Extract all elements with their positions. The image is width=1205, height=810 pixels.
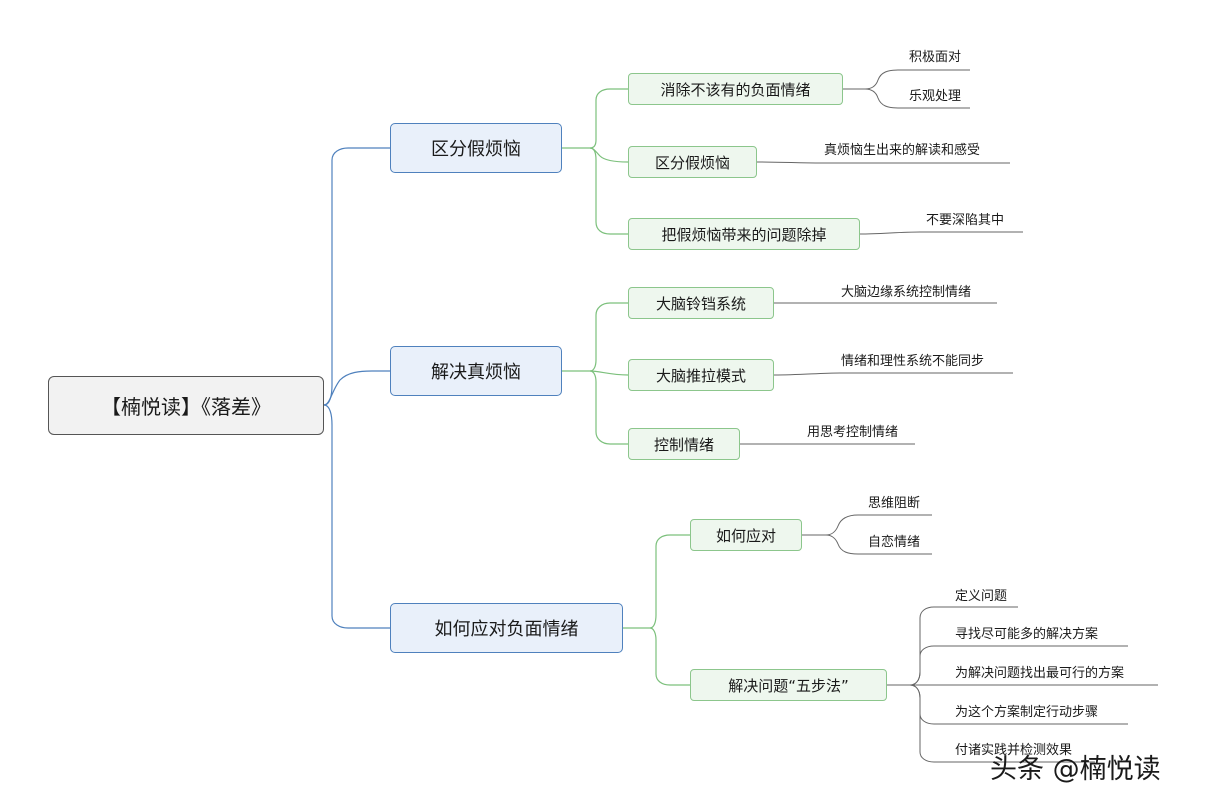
connector-leaf-b3-s2-2 <box>909 645 1128 686</box>
sub-node-1-3[interactable]: 把假烦恼带来的问题除掉 <box>628 218 860 250</box>
connector-root-to-branch-3 <box>323 404 390 629</box>
sub-node-2-3[interactable]: 控制情绪 <box>628 428 740 460</box>
leaf-b3-s2-1[interactable]: 定义问题 <box>955 589 1008 604</box>
connector-branch-3-to-sub-2 <box>649 627 690 686</box>
connector-leaf-b1-s1-1 <box>843 69 970 90</box>
sub-node-3-2[interactable]: 解决问题“五步法” <box>690 669 887 701</box>
leaf-b2-s2-1[interactable]: 情绪和理性系统不能同步 <box>841 354 985 369</box>
leaf-b1-s2-1[interactable]: 真烦恼生出来的解读和感受 <box>824 143 981 158</box>
root-node[interactable]: 【楠悦读】《落差》 <box>48 376 324 435</box>
leaf-b3-s2-4[interactable]: 为这个方案制定行动步骤 <box>955 705 1099 720</box>
connector-branch-2-to-sub-2 <box>589 370 629 376</box>
connector-leaf-b3-s1-1 <box>802 514 932 536</box>
leaf-b3-s1-2[interactable]: 自恋情绪 <box>868 535 921 550</box>
leaf-b3-s1-1[interactable]: 思维阻断 <box>868 496 921 511</box>
connector-root-to-branch-1 <box>323 147 390 406</box>
leaf-b1-s1-2[interactable]: 乐观处理 <box>909 89 962 104</box>
connector-branch-3-to-sub-1 <box>623 534 690 629</box>
connector-branch-1-to-sub-1 <box>562 88 628 149</box>
sub-node-1-1[interactable]: 消除不该有的负面情绪 <box>628 73 843 105</box>
connector-leaf-b2-s2-1 <box>773 372 1013 376</box>
branch-node-1[interactable]: 区分假烦恼 <box>390 123 562 173</box>
connector-leaf-b1-s3-1 <box>859 231 1023 235</box>
branch-node-2[interactable]: 解决真烦恼 <box>390 346 562 396</box>
connector-root-to-branch-2 <box>323 370 390 406</box>
leaf-b3-s2-3[interactable]: 为解决问题找出最可行的方案 <box>955 666 1125 681</box>
leaf-b3-s2-5[interactable]: 付诸实践并检测效果 <box>955 743 1073 758</box>
leaf-b1-s1-1[interactable]: 积极面对 <box>909 50 962 65</box>
branch-node-3[interactable]: 如何应对负面情绪 <box>390 603 623 653</box>
sub-node-3-1[interactable]: 如何应对 <box>690 519 802 551</box>
connector-branch-1-to-sub-3 <box>589 147 628 235</box>
connector-leaf-b1-s2-1 <box>756 161 1010 164</box>
connector-branch-2-to-sub-1 <box>562 302 628 372</box>
connector-branch-2-to-sub-3 <box>589 370 628 445</box>
connector-leaf-b3-s2-5 <box>909 684 1095 763</box>
sub-node-2-1[interactable]: 大脑铃铛系统 <box>628 287 774 319</box>
leaf-b1-s3-1[interactable]: 不要深陷其中 <box>926 213 1005 228</box>
connector-leaf-b3-s1-2 <box>825 534 932 555</box>
leaf-b2-s1-1[interactable]: 大脑边缘系统控制情绪 <box>841 285 972 300</box>
leaf-b2-s3-1[interactable]: 用思考控制情绪 <box>807 425 899 440</box>
connector-leaf-b1-s1-2 <box>864 88 970 109</box>
sub-node-2-2[interactable]: 大脑推拉模式 <box>628 359 774 391</box>
watermark: 头条 @楠悦读 <box>990 754 1161 785</box>
sub-node-1-2[interactable]: 区分假烦恼 <box>628 146 757 178</box>
leaf-b3-s2-2[interactable]: 寻找尽可能多的解决方案 <box>955 627 1099 642</box>
